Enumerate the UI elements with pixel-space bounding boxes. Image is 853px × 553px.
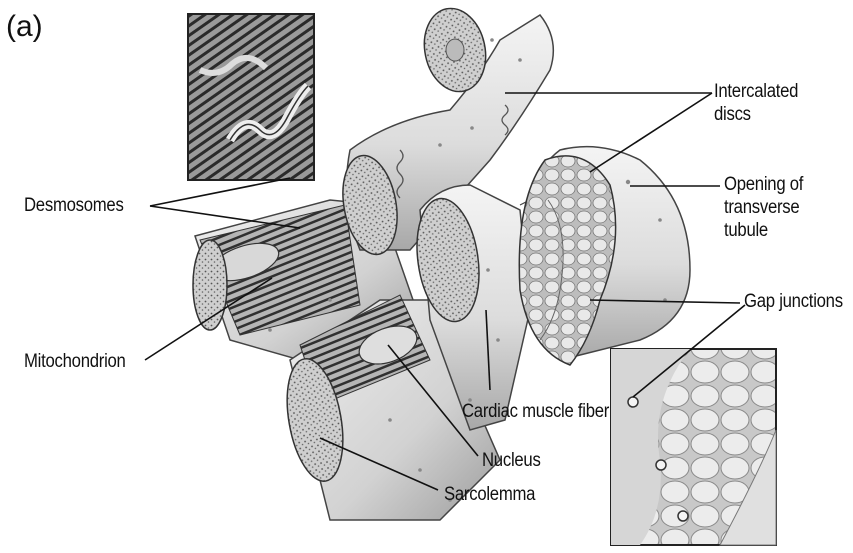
label-tubule-line-2: transverse [724, 196, 803, 219]
striation-inset [188, 14, 314, 180]
label-sarcolemma: Sarcolemma [444, 483, 535, 506]
label-cardiac-muscle-fiber: Cardiac muscle fiber [462, 400, 609, 423]
leader-intercalated-2 [590, 93, 712, 172]
label-intercalated-discs: Intercalated discs [714, 80, 798, 126]
label-desmosomes: Desmosomes [24, 194, 124, 217]
label-intercalated-line-1: Intercalated [714, 80, 798, 103]
label-tubule-line-3: tubule [724, 219, 803, 242]
label-opening-transverse-tubule: Opening of transverse tubule [724, 173, 803, 242]
leader-desmosome-1 [150, 178, 290, 206]
label-mitochondrion: Mitochondrion [24, 350, 126, 373]
gap-junction-inset [611, 349, 776, 545]
label-intercalated-line-2: discs [714, 103, 798, 126]
panel-label: (a) [6, 10, 43, 44]
label-tubule-line-1: Opening of [724, 173, 803, 196]
label-gap-junctions: Gap junctions [744, 290, 843, 313]
right-fiber [519, 147, 690, 365]
label-nucleus: Nucleus [482, 449, 541, 472]
